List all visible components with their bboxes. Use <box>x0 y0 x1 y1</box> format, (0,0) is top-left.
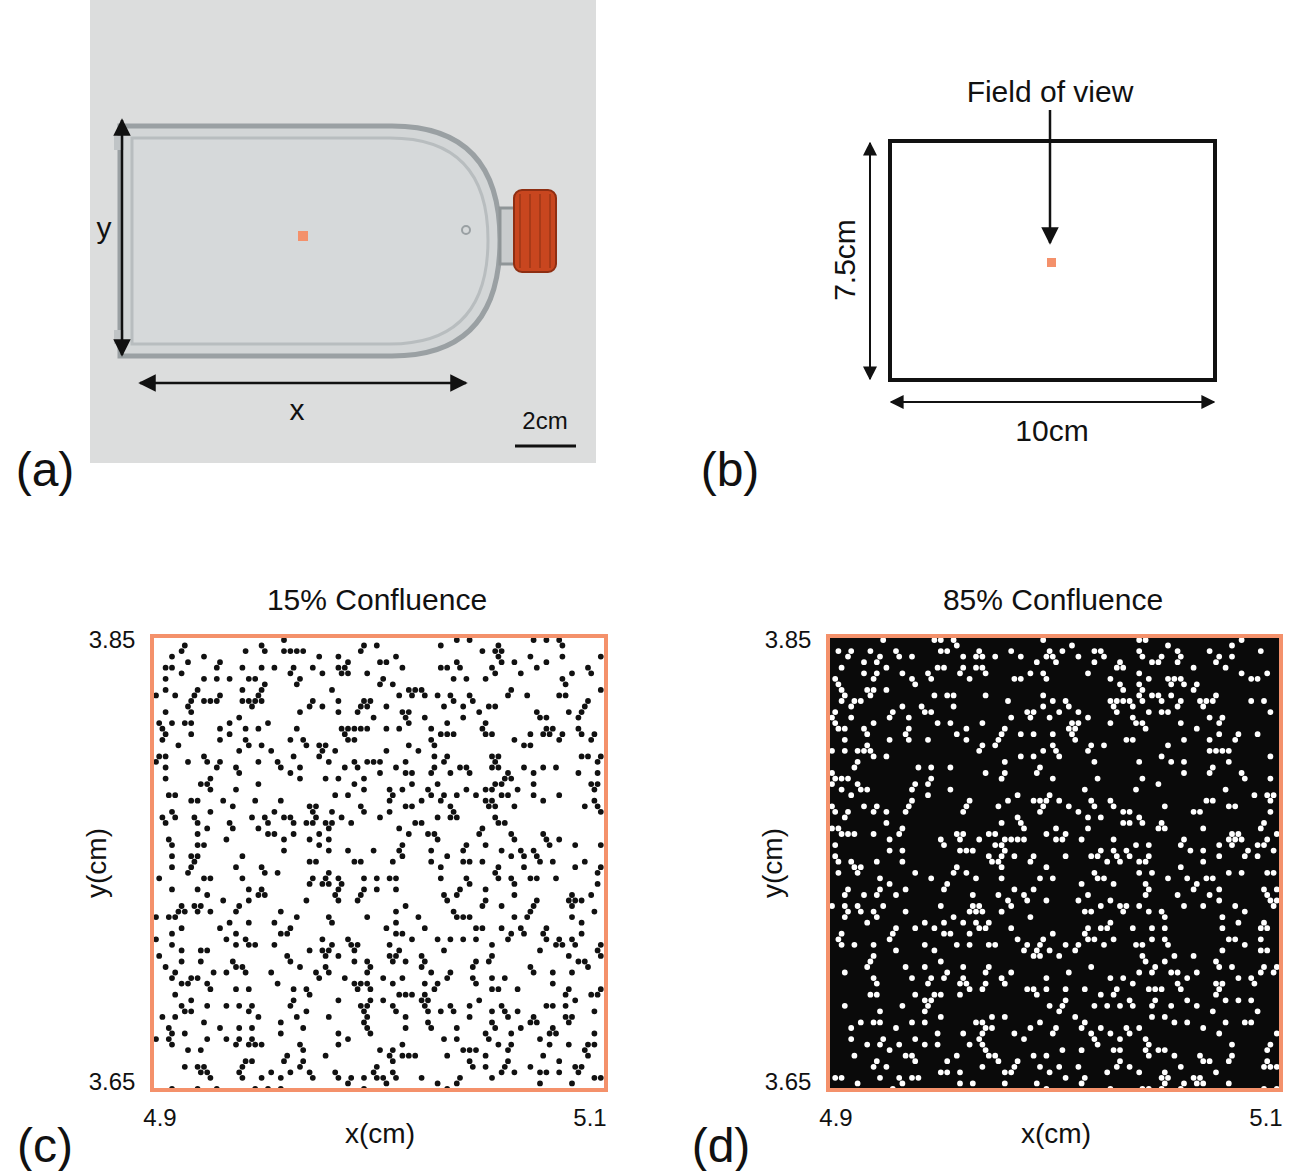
panel-letter: (c) <box>17 1122 73 1170</box>
axis-letter: y <box>97 213 112 243</box>
dimension-label: 10cm <box>1015 416 1088 446</box>
panel-letter: (d) <box>692 1122 751 1170</box>
plot-title: 15% Confluence <box>267 585 487 615</box>
dimension-arrow <box>121 120 124 355</box>
axis-title: x(cm) <box>345 1120 415 1148</box>
panel-letter: (a) <box>16 446 75 494</box>
plot-ground <box>828 636 1281 1090</box>
plot-frame <box>152 636 606 1090</box>
field-marker <box>1047 258 1056 267</box>
flask-schematic <box>890 141 1215 380</box>
scale-label: 2cm <box>522 409 567 433</box>
dimension-arrow <box>869 143 871 379</box>
tick-label: 3.85 <box>765 628 812 652</box>
axis-letter: x <box>290 395 305 425</box>
pointer-arrow <box>1049 110 1052 243</box>
dimension-arrow <box>891 401 1214 403</box>
cell-dots <box>153 637 604 1092</box>
cell-dots <box>153 637 604 1092</box>
panel-letter: (b) <box>701 446 760 494</box>
field-marker <box>298 231 308 241</box>
tick-label: 4.9 <box>143 1106 176 1130</box>
dimension-label: 7.5cm <box>830 219 860 301</box>
tick-label: 3.85 <box>89 628 136 652</box>
tick-label: 5.1 <box>573 1106 606 1130</box>
axis-title: x(cm) <box>1021 1120 1091 1148</box>
tick-label: 3.65 <box>89 1070 136 1094</box>
axis-title: y(cm) <box>83 828 111 898</box>
plot-frame <box>828 636 1281 1090</box>
photo-ground <box>90 0 596 463</box>
tick-label: 3.65 <box>765 1070 812 1094</box>
scale-bar <box>515 445 576 448</box>
dimension-arrow <box>140 382 466 385</box>
tick-label: 5.1 <box>1249 1106 1282 1130</box>
cell-dots <box>829 637 1280 1092</box>
axis-title: y(cm) <box>759 828 787 898</box>
flask-illustration <box>114 126 556 356</box>
cell-dots <box>829 637 1280 1092</box>
plot-title: 85% Confluence <box>943 585 1163 615</box>
tick-label: 4.9 <box>819 1106 852 1130</box>
callout-text: Field of view <box>967 77 1134 107</box>
